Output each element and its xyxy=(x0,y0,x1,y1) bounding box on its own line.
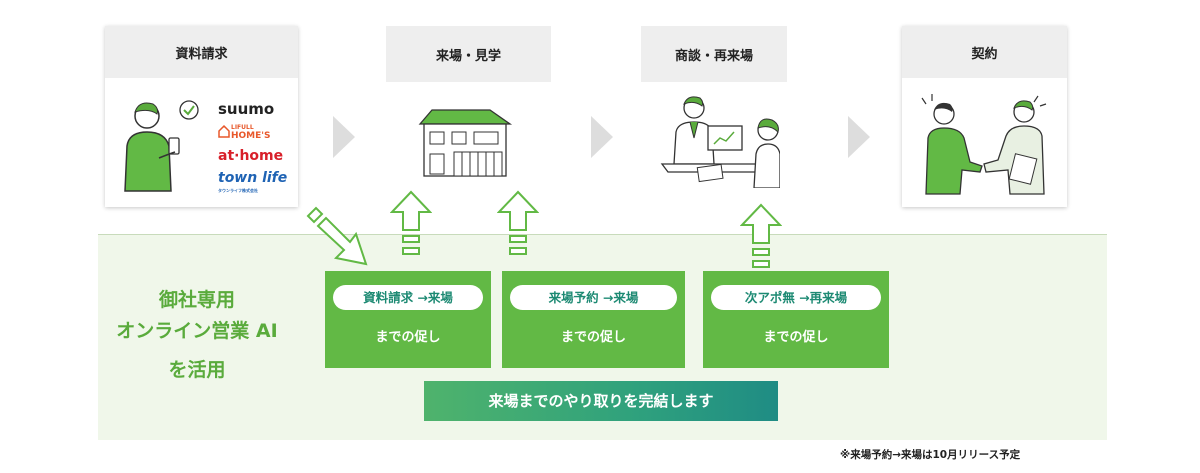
ai-step-reservation-to-visit: 来場予約 →来場 までの促し xyxy=(502,271,685,368)
chevron-right-icon xyxy=(591,116,613,158)
ai-step-title: 来場予約 →来場 xyxy=(510,285,677,310)
stage-document-request-card: 資料請求 suumo LIFULL HOME'S at·home town li… xyxy=(105,26,298,207)
ai-step-no-appointment-to-revisit: 次アポ無 →再来場 までの促し xyxy=(703,271,889,368)
summary-bar: 来場までのやり取りを完結します xyxy=(424,381,778,421)
stage-negotiation-title: 商談・再来場 xyxy=(641,26,787,82)
up-arrow-icon xyxy=(390,190,432,255)
lifull-logo-top: LIFULL xyxy=(231,124,254,131)
ai-step-title: 次アポ無 →再来場 xyxy=(711,285,881,310)
release-footnote: ※来場予約→来場は10月リリース予定 xyxy=(840,449,1021,461)
handshake-icon xyxy=(921,94,1047,195)
ai-step-subtitle: までの促し xyxy=(375,330,441,345)
stage-title: 契約 xyxy=(902,26,1067,78)
stage-title: 資料請求 xyxy=(105,26,298,78)
chevron-right-icon xyxy=(848,116,870,158)
chevron-right-icon xyxy=(333,116,355,158)
athome-logo: at·home xyxy=(218,148,284,164)
house-icon xyxy=(418,109,513,177)
ai-step-subtitle: までの促し xyxy=(763,330,829,345)
meeting-icon xyxy=(660,96,780,188)
person-phone-icon xyxy=(124,100,199,192)
stage-contract-card: 契約 xyxy=(902,26,1067,207)
headline-line-1: 御社専用 xyxy=(158,289,235,311)
suumo-logo: suumo xyxy=(218,100,275,118)
headline-line-3: を活用 xyxy=(168,359,226,381)
ai-step-subtitle: までの促し xyxy=(560,330,626,345)
up-arrow-icon xyxy=(497,190,539,255)
townlife-sub-logo: タウンライフ株式会社 xyxy=(218,188,258,193)
headline-line-2: オンライン営業 AI xyxy=(116,320,278,342)
diagonal-arrow-icon xyxy=(306,206,368,266)
townlife-logo: town life xyxy=(218,170,288,186)
stage-visit-title: 来場・見学 xyxy=(386,26,551,82)
lifull-house-icon xyxy=(218,124,230,138)
lifull-logo-bottom: HOME'S xyxy=(231,131,271,141)
ai-step-document-to-visit: 資料請求 →来場 までの促し xyxy=(325,271,491,368)
up-arrow-icon xyxy=(740,203,782,268)
ai-step-title: 資料請求 →来場 xyxy=(333,285,483,310)
